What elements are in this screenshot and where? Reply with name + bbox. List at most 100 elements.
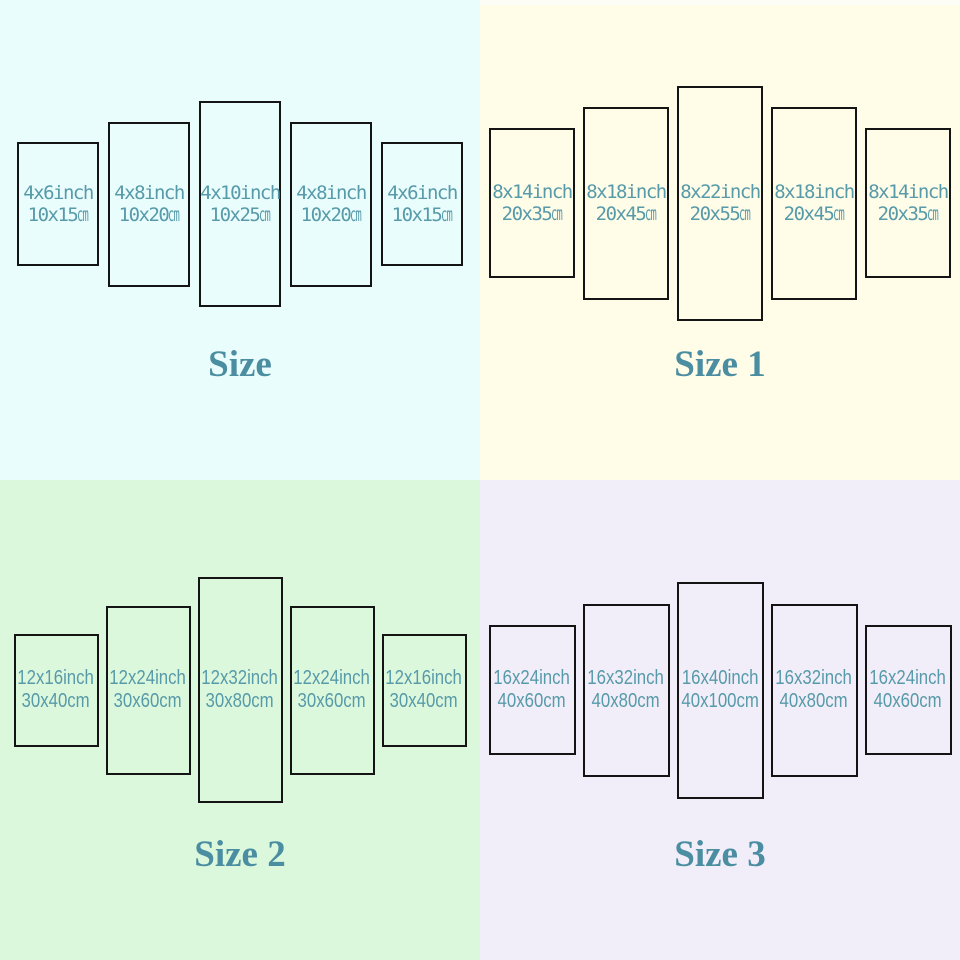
- panel-size-inch: 16x24inch: [493, 667, 571, 689]
- cm-unit-glyph: cm: [927, 203, 939, 225]
- panel-size-inch: 12x24inch: [109, 667, 187, 689]
- quadrant-title: Size 3: [674, 834, 766, 875]
- cm-unit-glyph: cm: [441, 204, 453, 226]
- panel-size-cm: 10x20cm: [118, 204, 180, 226]
- panel-size-inch: 12x32inch: [201, 667, 279, 689]
- panel-size-cm: 10x20cm: [300, 204, 362, 226]
- panel-size-cm: 40x100cm: [681, 690, 759, 712]
- panel-size-cm: 20x35cm: [501, 203, 563, 225]
- quadrant-title: Size 2: [194, 834, 286, 875]
- panel-size-inch: 4x10inch: [200, 182, 281, 204]
- panel-size-cm: 40x60cm: [497, 690, 567, 712]
- panel-size-cm: 20x45cm: [595, 203, 657, 225]
- panel-size-cm: 20x45cm: [783, 203, 845, 225]
- panel-size-cm: 30x40cm: [389, 690, 459, 712]
- quadrant-title: Size: [208, 344, 272, 385]
- cm-unit-glyph: cm: [739, 203, 751, 225]
- panel-size-cm: 30x60cm: [113, 690, 183, 712]
- panel-size-cm: 10x15cm: [391, 204, 453, 226]
- panel-size-inch: 12x24inch: [293, 667, 371, 689]
- panel-size-inch: 8x14inch: [868, 181, 949, 203]
- panel-size-cm: 40x60cm: [873, 690, 943, 712]
- top-edge-artifact: [480, 0, 960, 5]
- panel-size-cm: 30x80cm: [205, 690, 275, 712]
- quadrant-title: Size 1: [674, 344, 766, 385]
- panel-size-cm: 20x35cm: [877, 203, 939, 225]
- cm-unit-glyph: cm: [551, 203, 563, 225]
- cm-unit-glyph: cm: [77, 204, 89, 226]
- panel-size-cm: 10x25cm: [209, 204, 271, 226]
- cm-unit-glyph: cm: [833, 203, 845, 225]
- panel-size-inch: 16x32inch: [587, 667, 665, 689]
- cm-unit-glyph: cm: [168, 204, 180, 226]
- panel-size-inch: 4x6inch: [387, 182, 458, 204]
- cm-unit-glyph: cm: [350, 204, 362, 226]
- panel-size-cm: 40x80cm: [591, 690, 661, 712]
- panel-size-cm: 30x40cm: [21, 690, 91, 712]
- panel-size-cm: 30x60cm: [297, 690, 367, 712]
- panel-size-inch: 8x18inch: [774, 181, 855, 203]
- panel-size-cm: 10x15cm: [27, 204, 89, 226]
- panel-size-cm: 20x55cm: [689, 203, 751, 225]
- panel-size-inch: 8x18inch: [586, 181, 667, 203]
- panel-size-cm: 40x80cm: [779, 690, 849, 712]
- cm-unit-glyph: cm: [645, 203, 657, 225]
- panel-size-inch: 16x24inch: [869, 667, 947, 689]
- panel-size-inch: 16x32inch: [775, 667, 853, 689]
- panel-size-inch: 4x8inch: [114, 182, 185, 204]
- cm-unit-glyph: cm: [259, 204, 271, 226]
- panel-size-inch: 16x40inch: [681, 667, 759, 689]
- panel-size-inch: 12x16inch: [385, 667, 463, 689]
- panel-size-inch: 4x6inch: [23, 182, 94, 204]
- panel-size-inch: 12x16inch: [17, 667, 95, 689]
- panel-size-inch: 8x14inch: [492, 181, 573, 203]
- panel-size-inch: 8x22inch: [680, 181, 761, 203]
- panel-size-inch: 4x8inch: [296, 182, 367, 204]
